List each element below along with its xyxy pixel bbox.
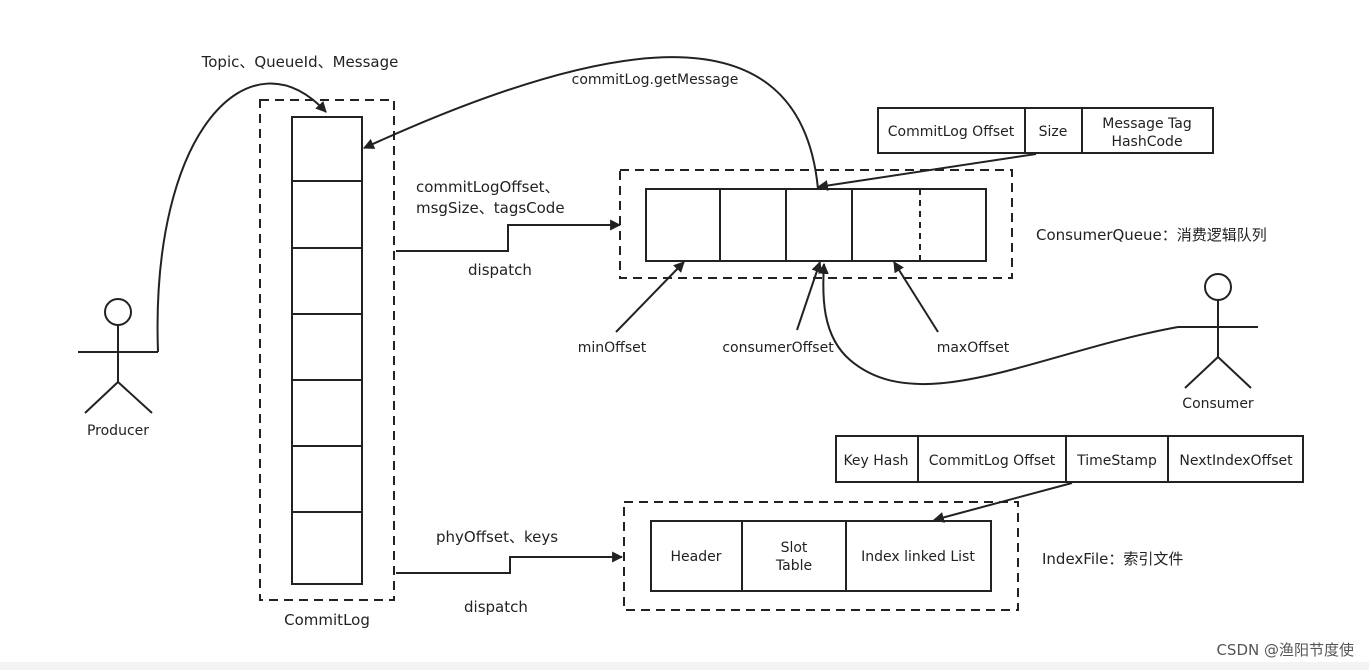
producer-actor [78, 298, 158, 414]
max-offset-label: maxOffset [937, 340, 1010, 356]
indexfile-dashed-border [623, 501, 1019, 611]
cq-entry-structure [877, 107, 1214, 154]
consumerqueue-slots [645, 188, 987, 262]
watermark: CSDN @渔阳节度使 [1216, 641, 1354, 659]
index-entry-key-hash: Key Hash [843, 453, 908, 469]
indexfile-header: Header [671, 549, 722, 565]
dispatch-index-label: dispatch [464, 598, 528, 616]
indexfile-linked-list: Index linked List [861, 549, 975, 565]
min-offset-label: minOffset [578, 340, 647, 356]
cq-entry-message-tag: Message Tag [1102, 116, 1192, 132]
producer-to-commitlog-arrow [156, 82, 327, 353]
get-message-label: commitLog.getMessage [572, 72, 739, 88]
min-offset-arrow [615, 261, 685, 333]
index-entry-commitlog-offset: CommitLog Offset [929, 453, 1056, 469]
consumerqueue-title: ConsumerQueue：消费逻辑队列 [1036, 226, 1267, 244]
indexfile-title: IndexFile：索引文件 [1042, 550, 1183, 568]
producer-message-label: Topic、QueueId、Message [201, 53, 399, 71]
commitlog-store [291, 116, 363, 585]
index-entry-next-index-offset: NextIndexOffset [1179, 453, 1293, 469]
producer-label: Producer [87, 423, 149, 439]
cq-entry-pointer-arrow [816, 153, 1037, 191]
consumer-label: Consumer [1182, 396, 1254, 412]
cq-entry-commitlog-offset: CommitLog Offset [888, 124, 1015, 140]
cq-entry-hashcode: HashCode [1111, 134, 1182, 150]
cq-entry-size: Size [1039, 124, 1068, 140]
index-entry-structure [835, 435, 1304, 483]
max-offset-arrow [893, 261, 939, 333]
consumer-actor [1178, 273, 1258, 389]
dispatch-to-indexfile-arrow [396, 551, 624, 574]
index-entry-timestamp: TimeStamp [1076, 453, 1157, 469]
dispatch-cq-fields-line2: msgSize、tagsCode [416, 199, 565, 217]
commitlog-dashed-border [259, 99, 395, 601]
indexfile-sections [650, 520, 992, 592]
consumerqueue-dashed-border [619, 169, 1013, 279]
consumer-offset-arrow [796, 260, 823, 331]
dispatch-index-keys-label: phyOffset、keys [436, 528, 558, 546]
consumer-offset-label: consumerOffset [722, 340, 834, 356]
indexfile-table: Table [775, 558, 812, 574]
dispatch-cq-fields-line1: commitLogOffset、 [416, 178, 560, 196]
indexfile-slot: Slot [781, 540, 808, 556]
commitlog-label: CommitLog [284, 611, 370, 629]
get-message-arrow [362, 56, 819, 190]
dispatch-cq-label: dispatch [468, 261, 532, 279]
bottom-strip [0, 662, 1369, 670]
consumer-to-offset-arrow [817, 262, 1179, 386]
dispatch-to-consumerqueue-arrow [396, 219, 622, 252]
